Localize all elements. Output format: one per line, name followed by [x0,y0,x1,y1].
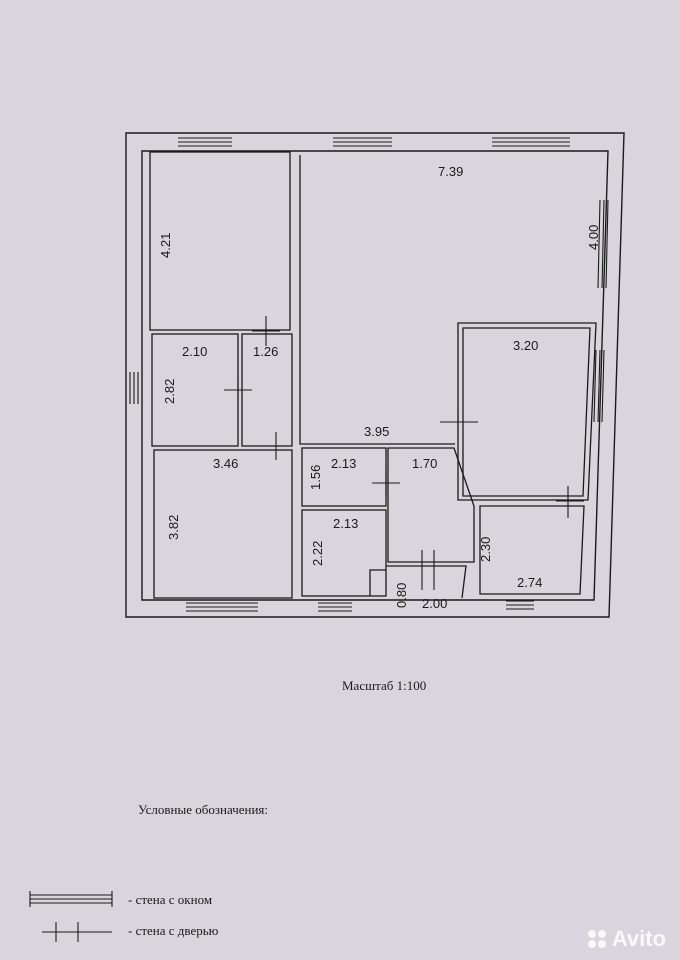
dim-label: 2.13 [333,516,358,531]
avito-dots-icon [587,930,608,948]
dim-label: 4.00 [586,225,601,250]
window-bottom-right [506,600,534,610]
dim-label: 2.74 [517,575,542,590]
dim-label: 4.21 [158,233,173,258]
window-top-left [178,137,232,147]
legend-door-label: - стена с дверью [128,923,219,938]
legend-title: Условные обозначения: [138,802,269,817]
dim-label: 1.70 [412,456,437,471]
outer-walls [125,132,625,618]
dim-label: 7.39 [438,164,463,179]
dim-label: 3.20 [513,338,538,353]
legend-window-label: - стена с окном [128,892,213,907]
door-symbols [224,316,584,590]
door-4 [440,408,478,436]
door-1 [252,316,280,346]
dim-label: 2.82 [162,379,177,404]
dim-label: 2.10 [182,344,207,359]
window-right-upper [597,199,609,289]
interior-walls [149,151,597,599]
dim-label: 2.30 [478,537,493,562]
window-left [129,372,139,404]
door-7 [418,550,440,590]
dim-label: 2.00 [422,596,447,611]
window-top-right [492,137,570,147]
window-top-middle [333,137,392,147]
door-5 [372,470,400,496]
dim-label: 3.82 [166,515,181,540]
window-bottom-middle [318,602,352,612]
avito-wordmark: Avito [611,926,666,951]
door-3 [262,432,290,460]
dimension-labels: 7.39 4.00 4.21 2.10 1.26 2.82 3.95 3.20 … [158,164,601,611]
door-6 [556,486,584,518]
dim-label: 3.46 [213,456,238,471]
window-right-lower [593,349,605,423]
window-symbols [129,137,609,612]
dim-label: 3.95 [364,424,389,439]
dim-label: 1.26 [253,344,278,359]
dim-label: 0.80 [394,583,409,608]
dim-label: 1.56 [308,465,323,490]
dim-label: 2.22 [310,541,325,566]
legend-door-symbol [42,922,112,942]
avito-watermark: Avito [587,926,666,952]
door-2 [224,378,252,402]
scale-label: Масштаб 1:100 [342,678,427,693]
legend-window-symbol [29,891,113,907]
dim-label: 2.13 [331,456,356,471]
window-bottom-left [186,602,258,612]
